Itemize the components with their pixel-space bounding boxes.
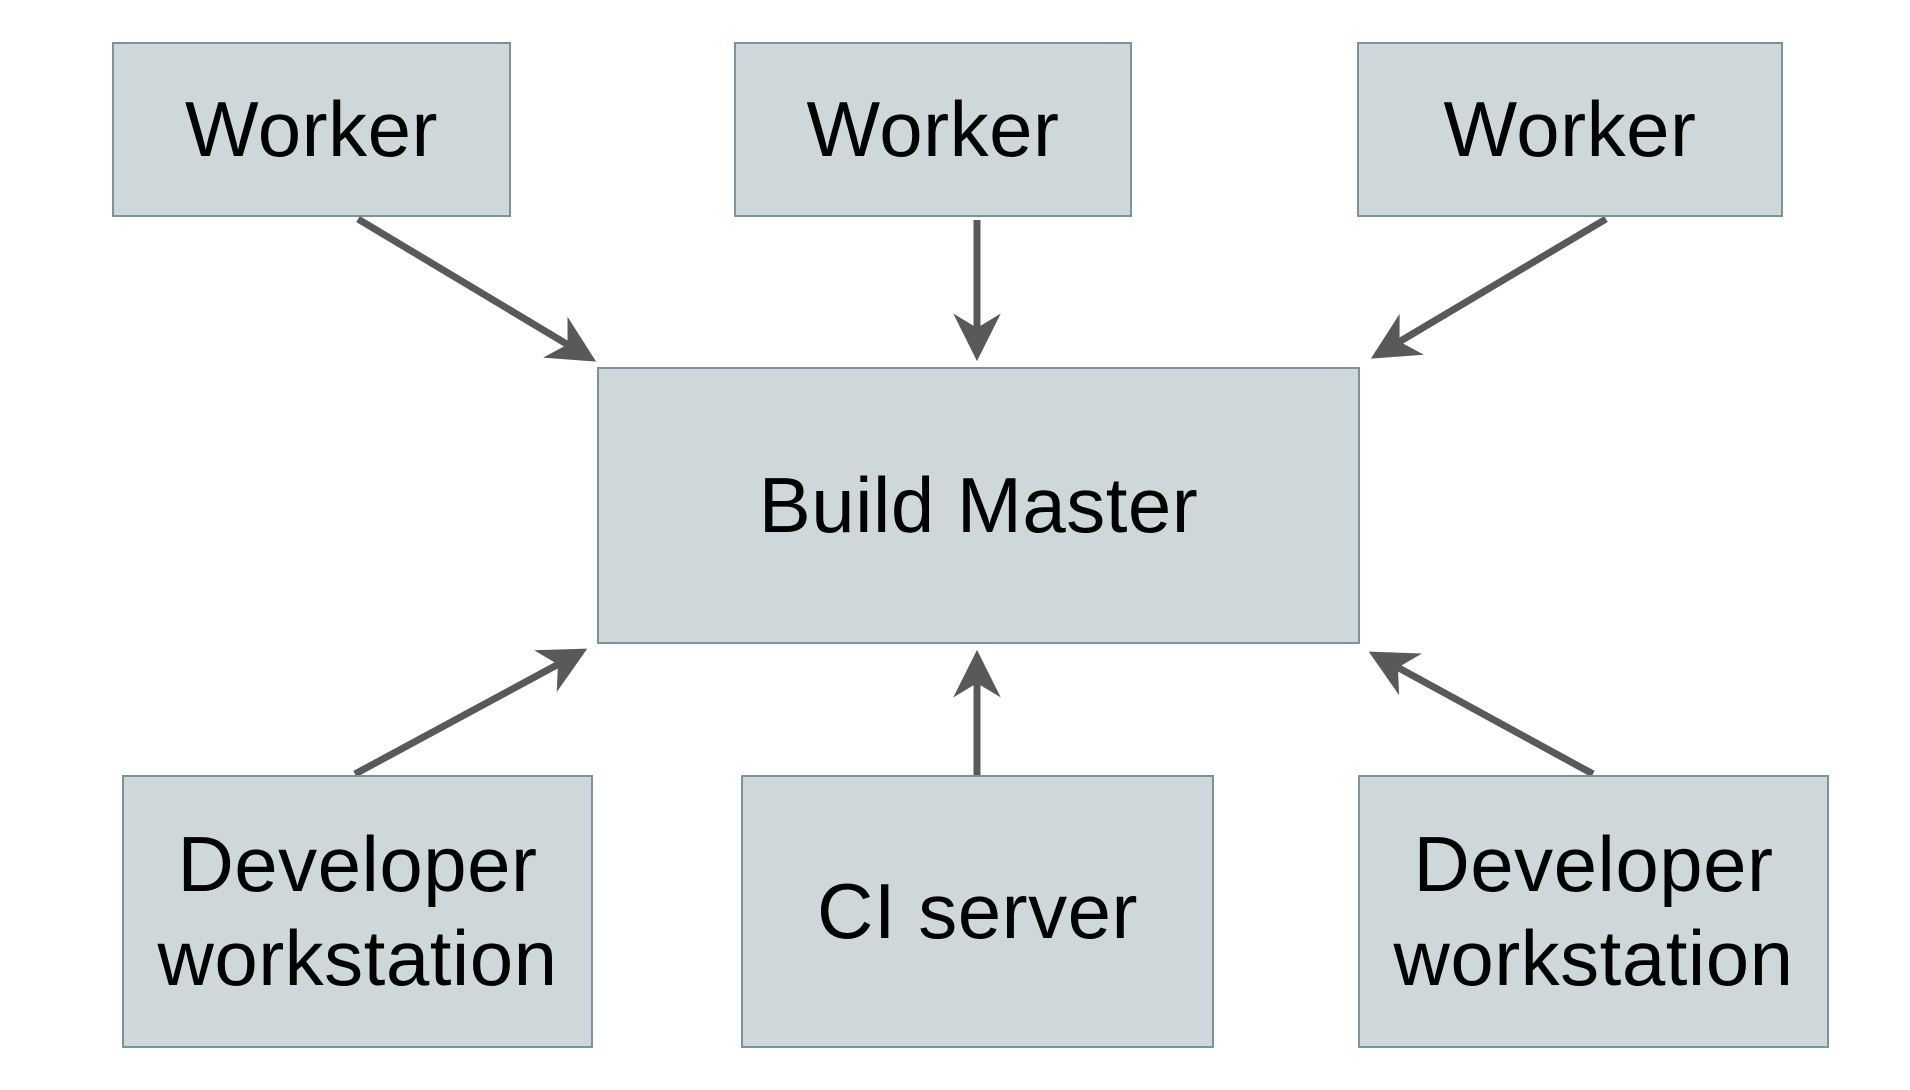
node-label: Developer workstation [157, 819, 558, 1002]
edge-developer-workstation-right-to-build-master [1368, 651, 1595, 778]
node-label: Worker [806, 84, 1060, 173]
node-label: Developer workstation [1393, 819, 1794, 1002]
node-ci-server: CI server [741, 775, 1214, 1048]
node-worker-3: Worker [1357, 42, 1783, 217]
node-label: Worker [1443, 84, 1697, 173]
node-label: CI server [817, 866, 1138, 955]
node-developer-workstation-left: Developer workstation [122, 775, 593, 1048]
edge-worker-3-to-build-master [1370, 215, 1608, 359]
node-label: Build Master [758, 460, 1199, 549]
node-build-master: Build Master [597, 367, 1360, 644]
edge-worker-1-to-build-master [356, 215, 597, 362]
node-label: Worker [185, 84, 438, 173]
node-developer-workstation-right: Developer workstation [1358, 775, 1829, 1048]
edge-developer-workstation-left-to-build-master [353, 648, 588, 778]
node-worker-1: Worker [112, 42, 511, 217]
node-worker-2: Worker [734, 42, 1132, 217]
